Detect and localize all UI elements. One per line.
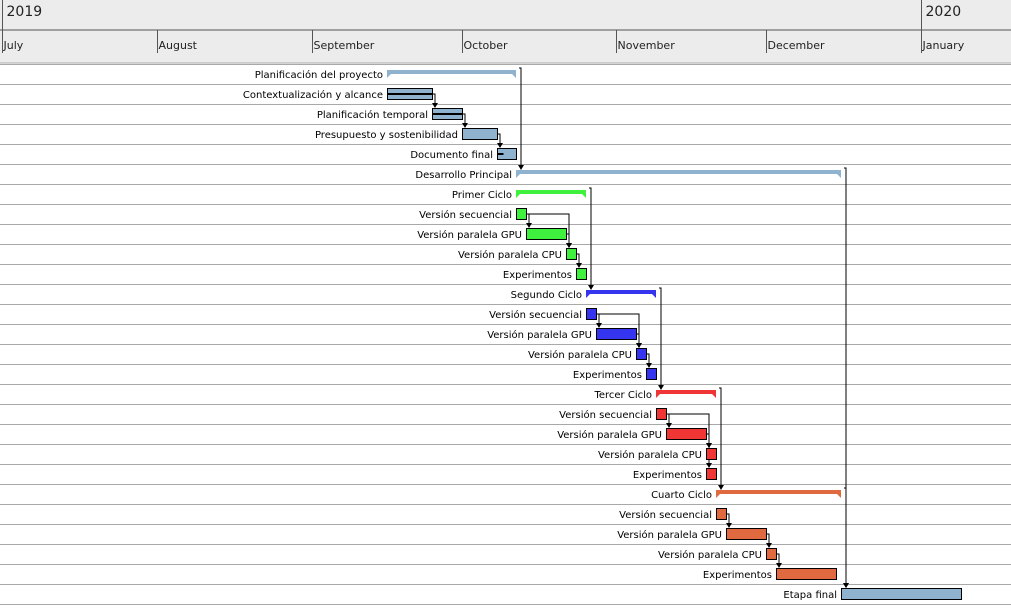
task-label: Primer Ciclo (452, 190, 512, 201)
dependency-arrowhead (636, 343, 642, 348)
dependency-arrowhead (666, 423, 672, 428)
month-label: September (314, 39, 375, 52)
dependency-arrowhead (588, 285, 594, 290)
summary-bar (516, 170, 841, 178)
task-label: Versión paralela GPU (417, 229, 522, 241)
dependency-arrowhead (776, 563, 782, 568)
task-label: Versión secuencial (419, 209, 512, 221)
dependency-arrowhead (646, 363, 652, 368)
month-label: December (768, 39, 826, 52)
dependency-arrowhead (432, 103, 438, 108)
dependency-arrowhead (726, 523, 732, 528)
task-label: Versión paralela GPU (557, 429, 662, 441)
task-label: Versión paralela CPU (598, 449, 702, 461)
task-label: Experimentos (703, 570, 772, 581)
task-label: Experimentos (573, 370, 642, 381)
dependency-arrowhead (596, 323, 602, 328)
task-bar (706, 468, 717, 480)
task-bar (576, 268, 587, 280)
task-label: Versión paralela CPU (658, 549, 762, 561)
task-bar (566, 248, 577, 260)
year-label: 2020 (926, 4, 962, 20)
dependency-arrowhead (718, 485, 724, 490)
task-bar (666, 428, 707, 440)
dependency-arrowhead (566, 243, 572, 248)
task-bar (716, 508, 727, 520)
task-label: Documento final (410, 150, 493, 161)
task-bar (586, 308, 597, 320)
task-label: Versión secuencial (559, 409, 652, 421)
task-label: Desarrollo Principal (415, 170, 512, 181)
month-label: July (3, 39, 24, 52)
dependency-arrowhead (576, 263, 582, 268)
task-label: Experimentos (503, 270, 572, 281)
task-label: Planificación temporal (317, 109, 428, 121)
task-label: Versión paralela GPU (487, 329, 592, 341)
dependency-arrowhead (843, 583, 849, 588)
task-label: Etapa final (783, 590, 837, 601)
task-bar (706, 448, 717, 460)
task-progress (432, 113, 463, 115)
summary-bar (516, 190, 586, 198)
dependency-line (844, 487, 847, 584)
task-labels: Planificación del proyectoContextualizac… (243, 69, 837, 601)
task-bar (726, 528, 767, 540)
dependency-arrowhead (706, 463, 712, 468)
task-label: Contextualización y alcance (243, 89, 383, 101)
month-label: November (618, 39, 676, 52)
task-label: Segundo Ciclo (511, 290, 582, 301)
task-bars (387, 70, 962, 600)
task-bar (526, 228, 567, 240)
dependency-arrowhead (462, 123, 468, 128)
task-bar (766, 548, 777, 560)
month-label: August (159, 39, 198, 52)
summary-bar (656, 390, 716, 398)
task-label: Planificación del proyecto (255, 69, 383, 81)
dependency-arrowhead (497, 143, 503, 148)
task-progress (387, 93, 433, 95)
dependency-arrowhead (766, 543, 772, 548)
task-label: Experimentos (633, 470, 702, 481)
task-bar (596, 328, 637, 340)
summary-bar (387, 70, 516, 78)
dependency-arrowhead (518, 165, 524, 170)
dependency-line (719, 387, 722, 486)
dependency-arrowhead (658, 385, 664, 390)
task-label: Versión paralela GPU (617, 529, 722, 541)
dependency-arrowhead (526, 223, 532, 228)
summary-bar (716, 490, 841, 498)
row-grid (0, 64, 1011, 605)
dependency-line (589, 187, 592, 286)
task-bar (656, 408, 667, 420)
task-label: Cuarto Ciclo (651, 490, 712, 501)
task-label: Versión paralela CPU (458, 249, 562, 261)
task-label: Versión paralela CPU (528, 349, 632, 361)
summary-bar (586, 290, 656, 298)
task-bar (462, 128, 498, 140)
task-bar (841, 588, 962, 600)
task-label: Versión secuencial (489, 309, 582, 321)
month-label: October (464, 39, 508, 52)
dependency-line (659, 287, 662, 386)
task-progress (497, 153, 504, 155)
task-bar (516, 208, 527, 220)
task-label: Versión secuencial (619, 509, 712, 521)
task-label: Presupuesto y sostenibilidad (315, 130, 458, 141)
timeline-header-background (0, 0, 1011, 63)
task-bar (776, 568, 837, 580)
task-bar (636, 348, 647, 360)
year-label: 2019 (7, 4, 43, 20)
task-bar (646, 368, 657, 380)
dependency-line (844, 167, 847, 584)
month-label: January (922, 39, 965, 52)
dependency-line (519, 67, 522, 166)
task-label: Tercer Ciclo (593, 390, 652, 401)
